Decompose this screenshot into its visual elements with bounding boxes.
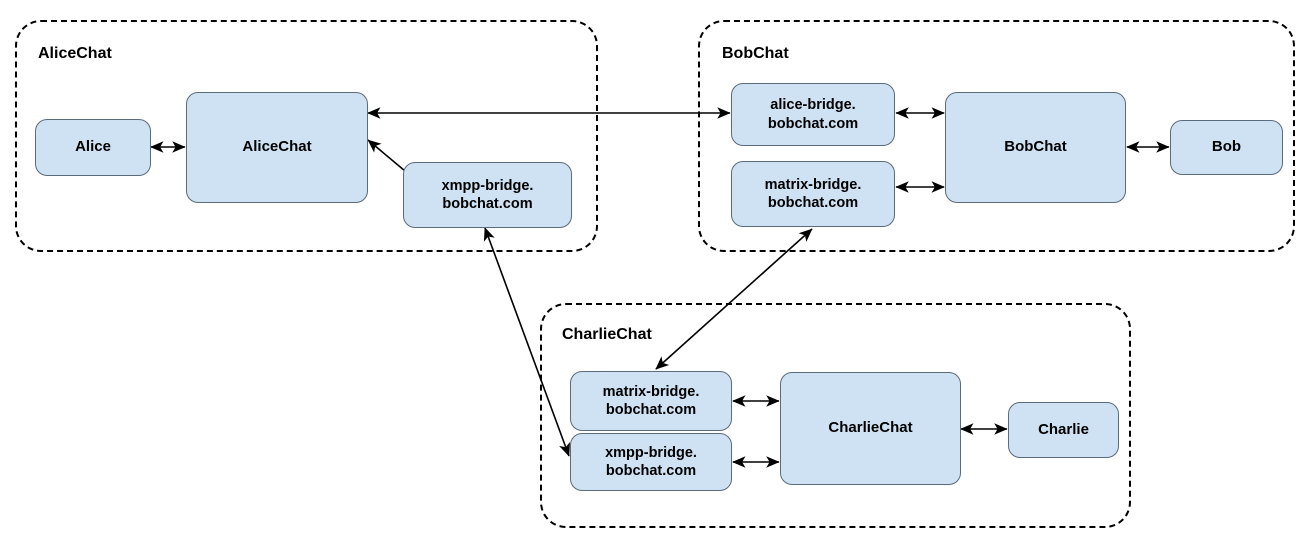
- node-charlie-xmpp-bridge[interactable]: xmpp-bridge. bobchat.com: [570, 433, 732, 491]
- node-bob-matrix-bridge[interactable]: matrix-bridge. bobchat.com: [731, 161, 895, 227]
- node-alice-xmpp-bridge[interactable]: xmpp-bridge. bobchat.com: [403, 162, 572, 228]
- node-alicechat-server[interactable]: AliceChat: [186, 92, 368, 203]
- node-alice-label: Alice: [75, 138, 111, 156]
- node-charlie-matrix-bridge-label: matrix-bridge. bobchat.com: [602, 383, 700, 418]
- node-charlie-matrix-bridge[interactable]: matrix-bridge. bobchat.com: [570, 371, 732, 431]
- node-charlie-xmpp-bridge-label: xmpp-bridge. bobchat.com: [605, 444, 697, 479]
- group-charliechat: [540, 303, 1131, 528]
- node-charliechat-server-label: CharlieChat: [828, 419, 913, 437]
- node-charlie-label: Charlie: [1038, 420, 1089, 438]
- group-charliechat-label: CharlieChat: [562, 326, 652, 343]
- group-alicechat: [15, 20, 598, 252]
- node-bob-alice-bridge-label: alice-bridge. bobchat.com: [767, 97, 859, 132]
- node-bobchat-server-label: BobChat: [1004, 138, 1067, 156]
- node-alicechat-server-label: AliceChat: [242, 138, 312, 156]
- node-bob-matrix-bridge-label: matrix-bridge. bobchat.com: [764, 176, 862, 211]
- node-alice-xmpp-bridge-label: xmpp-bridge. bobchat.com: [441, 177, 534, 212]
- group-bobchat-label: BobChat: [722, 45, 789, 62]
- node-charliechat-server[interactable]: CharlieChat: [780, 372, 961, 485]
- node-bobchat-server[interactable]: BobChat: [945, 92, 1126, 203]
- node-alice[interactable]: Alice: [35, 119, 151, 176]
- group-alicechat-label: AliceChat: [38, 45, 112, 62]
- node-charlie[interactable]: Charlie: [1008, 402, 1119, 458]
- group-bobchat: [698, 20, 1295, 252]
- node-bob-alice-bridge[interactable]: alice-bridge. bobchat.com: [731, 83, 895, 146]
- node-bob[interactable]: Bob: [1170, 120, 1283, 175]
- node-bob-label: Bob: [1211, 138, 1242, 156]
